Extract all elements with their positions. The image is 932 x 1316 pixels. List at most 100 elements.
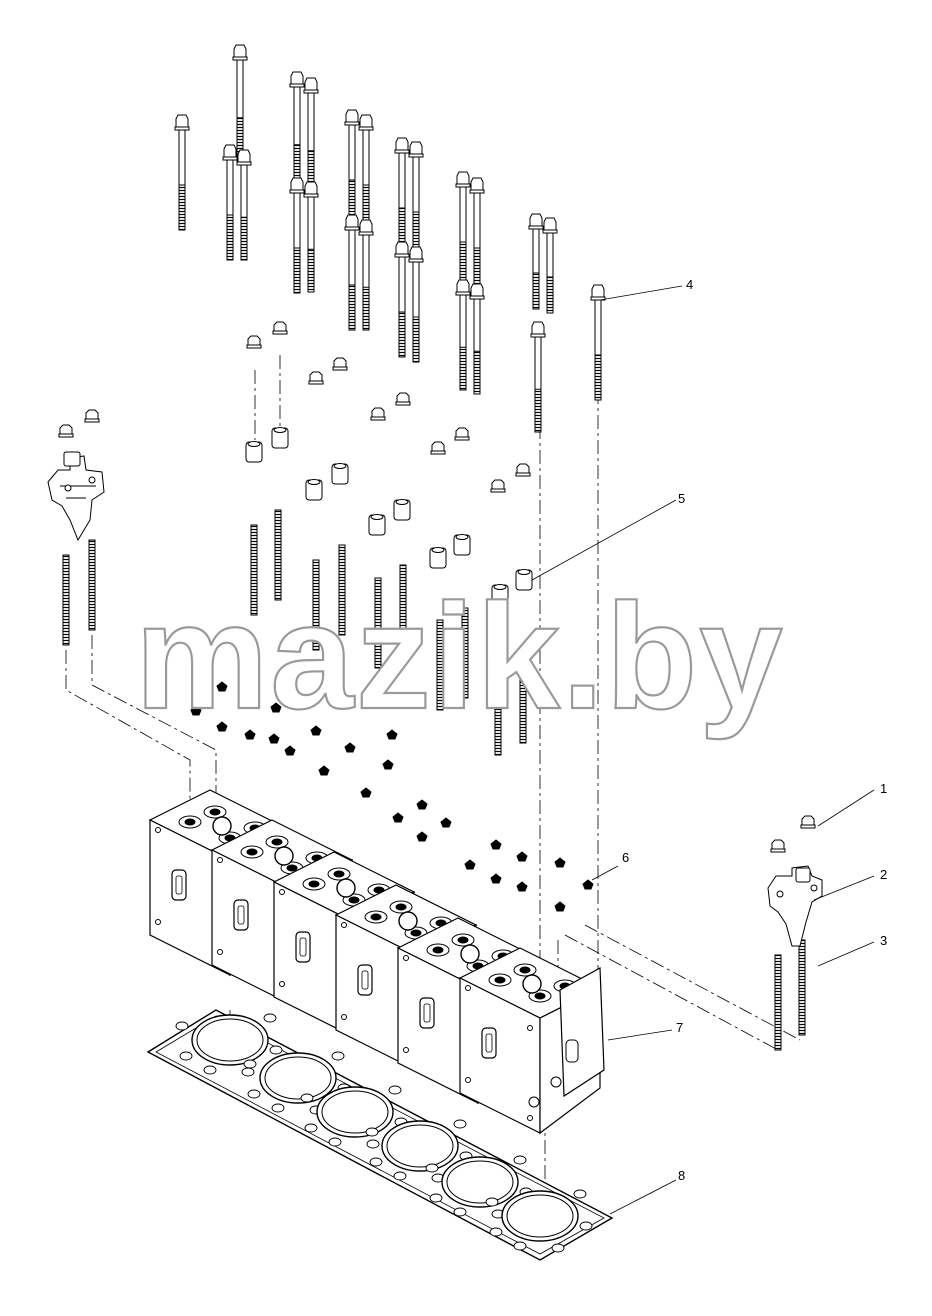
- nut-body: [771, 839, 785, 850]
- gasket-hole: [513, 1241, 527, 1251]
- plug: [310, 725, 322, 736]
- nut: [770, 839, 786, 853]
- gasket-hole: [393, 1171, 407, 1181]
- cylinder-head-bolt: [289, 177, 305, 294]
- nut: [395, 392, 411, 406]
- plug: [490, 873, 502, 884]
- nut-flange: [800, 824, 816, 829]
- bolt-hole: [217, 949, 223, 955]
- valve-stem: [333, 870, 345, 878]
- plug-body: [416, 831, 428, 842]
- sleeve-bore: [247, 441, 261, 447]
- valve-stem: [395, 903, 407, 911]
- cylinder-head-bolt: [358, 219, 374, 331]
- callout-4: 4: [686, 277, 693, 292]
- plug: [244, 696, 256, 707]
- spacer-sleeve: [331, 463, 349, 485]
- nut-body: [455, 427, 469, 438]
- stud-body: [250, 524, 258, 616]
- bolt-head: [409, 246, 423, 260]
- cylinder-head-bolts: [174, 44, 606, 433]
- sleeve-bore: [395, 499, 409, 505]
- bolt-head: [470, 177, 484, 191]
- valve-stem: [494, 976, 506, 984]
- nut-flange: [308, 380, 324, 385]
- sleeve-bore: [307, 479, 321, 485]
- gasket-hole: [573, 1189, 587, 1199]
- plug: [268, 733, 280, 744]
- plug-body: [440, 817, 452, 828]
- watermark: mazik.by: [135, 572, 785, 740]
- callout-numbers: 1 2 3 4 5 6 7 8: [622, 277, 887, 1183]
- plug-body: [318, 765, 330, 776]
- sleeve-bore: [517, 569, 531, 575]
- valve-stem: [410, 929, 422, 937]
- plug: [416, 799, 428, 810]
- stud: [461, 607, 469, 699]
- bolt-head: [359, 219, 373, 233]
- nut-flange: [490, 488, 506, 493]
- callout-2: 2: [880, 867, 887, 882]
- gasket-hole: [203, 1065, 217, 1075]
- plug-body: [554, 901, 566, 912]
- studs: [62, 509, 806, 1051]
- bolt-hole: [403, 1047, 409, 1053]
- bolt-head: [543, 217, 557, 231]
- stud: [274, 509, 282, 601]
- bolt-head: [304, 77, 318, 91]
- bolt-head: [531, 321, 545, 335]
- gasket-hole: [300, 1093, 314, 1103]
- callout-leaders: [531, 285, 875, 1215]
- valve-stem: [534, 992, 546, 1000]
- bolt-head: [470, 283, 484, 297]
- bolt-hole: [155, 827, 161, 833]
- nuts: [58, 321, 816, 853]
- bolt-thread: [546, 276, 554, 314]
- bolt-thread: [473, 350, 481, 395]
- nut-flange: [370, 416, 386, 421]
- bolt-thread: [348, 284, 356, 331]
- gasket-hole: [263, 1013, 277, 1023]
- cylinder-head-bolt: [344, 214, 360, 331]
- stud: [312, 559, 320, 651]
- plug: [382, 759, 394, 770]
- stud-body: [88, 539, 96, 631]
- gasket-hole: [243, 1059, 257, 1069]
- spacer-sleeve: [245, 441, 263, 463]
- bolt-hole: [465, 985, 471, 991]
- bolt-thread: [398, 311, 406, 358]
- nut: [84, 409, 100, 423]
- end-cover-hole: [550, 1076, 562, 1088]
- head-port-inner: [361, 970, 369, 990]
- bolt-thread: [293, 247, 301, 294]
- valve-stem: [209, 808, 221, 816]
- injector-bore: [274, 846, 294, 866]
- bolt-head: [456, 171, 470, 185]
- cylinder-head-bolt: [232, 44, 248, 166]
- nut-flange: [332, 366, 348, 371]
- gasket-hole: [388, 1085, 402, 1095]
- cylinder-head-bolt: [528, 213, 544, 310]
- cylinder-head-bolt: [344, 109, 360, 226]
- nut-body: [59, 424, 73, 435]
- gasket-bore: [321, 1090, 389, 1134]
- nut: [308, 371, 324, 385]
- gasket-bore: [446, 1160, 514, 1204]
- bolt-thread: [459, 346, 467, 391]
- bolt-head: [233, 44, 247, 58]
- nut: [272, 321, 288, 335]
- plug: [516, 851, 528, 862]
- nut-flange: [272, 330, 288, 335]
- cylinder-head-bolt: [394, 241, 410, 358]
- callout-6: 6: [622, 850, 629, 865]
- bolt-head: [304, 181, 318, 195]
- plug-body: [386, 729, 398, 740]
- bolt-head: [175, 114, 189, 128]
- nut-body: [85, 409, 99, 420]
- bolt-hole: [527, 1025, 533, 1031]
- valve-stem: [184, 818, 196, 826]
- spacer-sleeve: [368, 514, 386, 536]
- plug-body: [516, 881, 528, 892]
- stud-body: [461, 607, 469, 699]
- valve-stem: [308, 880, 320, 888]
